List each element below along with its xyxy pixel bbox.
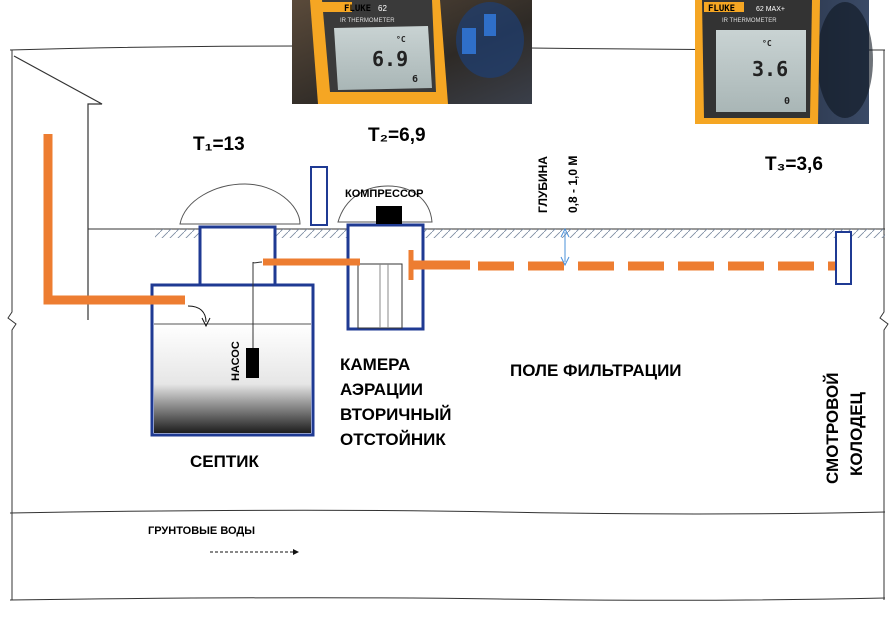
photo2-secondary: 0 (784, 96, 790, 107)
photo1-reading: 6.9 (372, 47, 408, 71)
house-outlet-pipe (43, 134, 185, 305)
depth-label-2: 0,8 - 1,0 М (566, 156, 580, 213)
photo1-brand: FLUKE (344, 4, 371, 14)
photo1-subtitle: IR THERMOMETER (340, 18, 395, 24)
house (13, 55, 103, 320)
pipes (43, 134, 836, 305)
compressor (376, 206, 402, 224)
photo1-unit: °C (396, 35, 406, 44)
pump-label: НАСОС (230, 341, 242, 381)
lower-strata-line (9, 509, 886, 515)
septic-contents (154, 324, 311, 433)
inspection-well-label-2: КОЛОДЕЦ (847, 391, 866, 476)
depth-indicator (560, 227, 570, 267)
aeration-label-4: ОТСТОЙНИК (340, 430, 446, 449)
t2-label: T₂=6,9 (368, 125, 426, 146)
aeration-label-3: ВТОРИЧНЫЙ (340, 405, 451, 424)
groundwater-arrow (210, 549, 299, 555)
photo2-subtitle: IR THERMOMETER (722, 18, 777, 24)
aeration-mound (337, 185, 433, 223)
compressor-label: КОМПРЕССОР (345, 188, 424, 200)
inflow-arrow (187, 305, 207, 323)
right-break-line (879, 50, 889, 600)
photo1-secondary: 6 (412, 74, 418, 85)
ground-lines (7, 45, 889, 601)
photo2-unit: °C (762, 39, 772, 48)
vent-pipe (310, 166, 328, 226)
septic-mound (179, 183, 301, 225)
left-break-line (7, 50, 17, 600)
septic-tank (150, 225, 315, 437)
photo2-reading: 3.6 (752, 57, 788, 81)
aeration-label-2: АЭРАЦИИ (340, 380, 423, 399)
thermometer-photo-2: FLUKE 62 MAX+ IR THERMOMETER °C 3.6 0 (695, 0, 873, 124)
inspection-well (835, 231, 852, 285)
filtration-field-label: ПОЛЕ ФИЛЬТРАЦИИ (510, 361, 682, 380)
inspection-well-label-1: СМОТРОВОЙ (823, 373, 842, 484)
pump-cable-top (252, 261, 263, 264)
surface-hatch (155, 229, 885, 238)
aeration-label-1: КАМЕРА (340, 355, 410, 374)
depth-label-1: ГЛУБИНА (536, 156, 550, 213)
thermometer-photo-1: FLUKE 62 IR THERMOMETER °C 6.9 6 (292, 0, 532, 104)
inflow-arrow-head (201, 317, 211, 328)
photo2-model: 62 MAX+ (756, 6, 785, 13)
septic-label: СЕПТИК (190, 452, 259, 471)
t1-label: T₁=13 (193, 134, 245, 155)
t3-label: T₃=3,6 (765, 154, 823, 175)
photo2-brand: FLUKE (708, 4, 735, 14)
pump (246, 348, 259, 378)
groundwater-label: ГРУНТОВЫЕ ВОДЫ (148, 525, 255, 537)
groundwater-bottom-line (9, 597, 886, 601)
septic-neck (198, 225, 277, 287)
photo1-model: 62 (378, 4, 387, 13)
